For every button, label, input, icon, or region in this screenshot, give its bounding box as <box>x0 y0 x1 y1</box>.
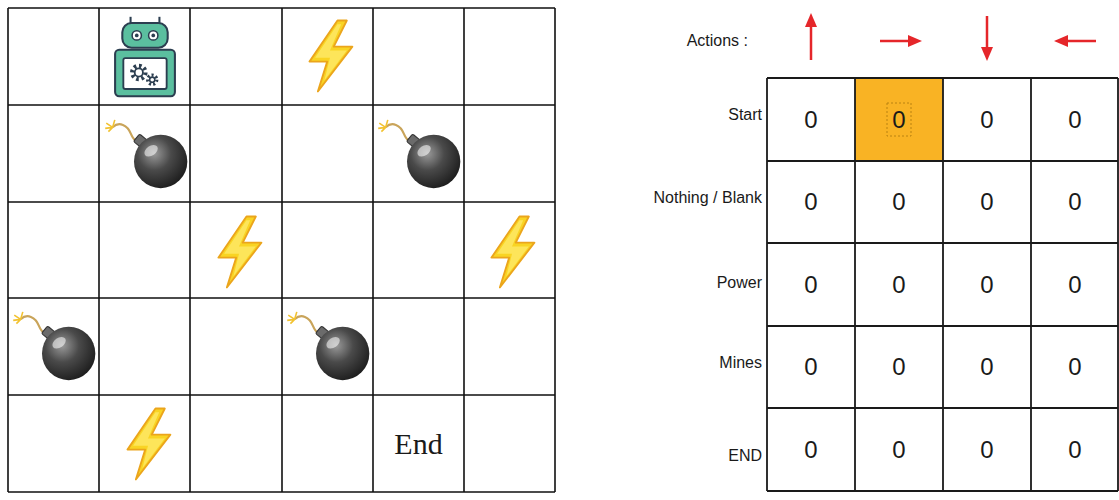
q-value: 0 <box>980 436 993 464</box>
state-label: Power <box>717 274 762 292</box>
q-value: 0 <box>892 188 905 216</box>
q-value-box: 0 <box>943 326 1031 408</box>
goal-label-box: End <box>373 395 464 492</box>
q-value-box: 0 <box>767 326 855 408</box>
state-label-box: Mines <box>590 326 766 400</box>
q-value-box: 0 <box>943 161 1031 243</box>
q-value-box: 0 <box>767 161 855 243</box>
q-value-box: 0 <box>855 78 943 161</box>
state-label-box: Power <box>590 243 766 322</box>
state-label-box: Start <box>590 78 766 151</box>
grid-ground <box>8 8 555 492</box>
q-value: 0 <box>804 353 817 381</box>
q-value: 0 <box>980 271 993 299</box>
grid-lines <box>8 8 555 492</box>
grid-world <box>8 8 555 492</box>
q-value-box: 0 <box>767 243 855 326</box>
q-table <box>767 78 1118 491</box>
q-value: 0 <box>892 106 905 134</box>
q-value-box: 0 <box>1031 243 1119 326</box>
left-arrow-head <box>1054 35 1068 47</box>
axis-title: Actions : <box>687 32 748 50</box>
mine-icon <box>13 312 95 380</box>
q-value: 0 <box>1068 271 1081 299</box>
action-arrows <box>805 13 1096 61</box>
mine-icon <box>287 312 369 380</box>
right-arrow <box>880 40 912 43</box>
q-value: 0 <box>980 353 993 381</box>
power-icon <box>309 21 352 92</box>
state-label-box: END <box>590 408 766 500</box>
q-value: 0 <box>1068 188 1081 216</box>
q-value: 0 <box>804 271 817 299</box>
q-value: 0 <box>892 353 905 381</box>
q-value-box: 0 <box>767 408 855 491</box>
axis-title-box: Actions : <box>630 22 752 60</box>
q-value: 0 <box>892 271 905 299</box>
q-value-box: 0 <box>855 161 943 243</box>
q-value-box: 0 <box>855 243 943 326</box>
robot-icon <box>115 17 175 96</box>
q-value: 0 <box>804 188 817 216</box>
mine-icon <box>105 120 187 188</box>
q-value: 0 <box>804 436 817 464</box>
q-value-box: 0 <box>1031 408 1119 491</box>
right-arrow-head <box>908 35 922 47</box>
highlight-cell <box>855 78 943 161</box>
q-value-box: 0 <box>1031 326 1119 408</box>
q-value: 0 <box>804 106 817 134</box>
q-value-box: 0 <box>855 408 943 491</box>
focus-box <box>887 103 911 136</box>
q-value-box: 0 <box>855 326 943 408</box>
q-value-box: 0 <box>943 408 1031 491</box>
q-value-box: 0 <box>943 78 1031 161</box>
power-icon <box>127 409 170 480</box>
q-value: 0 <box>892 436 905 464</box>
q-value: 0 <box>1068 436 1081 464</box>
goal-label: End <box>394 427 442 461</box>
q-value: 0 <box>1068 106 1081 134</box>
down-arrow <box>986 16 989 50</box>
power-icon <box>218 217 261 288</box>
state-label: Start <box>728 106 762 124</box>
state-label: Nothing / Blank <box>653 189 762 207</box>
up-arrow <box>810 24 813 60</box>
q-value: 0 <box>1068 353 1081 381</box>
q-value: 0 <box>980 188 993 216</box>
table-lines <box>767 78 1118 491</box>
q-value-box: 0 <box>767 78 855 161</box>
down-arrow-head <box>981 47 993 61</box>
q-value: 0 <box>980 106 993 134</box>
state-label: END <box>728 447 762 465</box>
q-value-box: 0 <box>1031 161 1119 243</box>
up-arrow-head <box>805 13 817 27</box>
mine-icon <box>378 120 460 188</box>
left-arrow <box>1064 40 1096 43</box>
q-value-box: 0 <box>943 243 1031 326</box>
state-label-box: Nothing / Blank <box>590 161 766 235</box>
power-icon <box>491 217 534 288</box>
q-value-box: 0 <box>1031 78 1119 161</box>
state-label: Mines <box>719 354 762 372</box>
